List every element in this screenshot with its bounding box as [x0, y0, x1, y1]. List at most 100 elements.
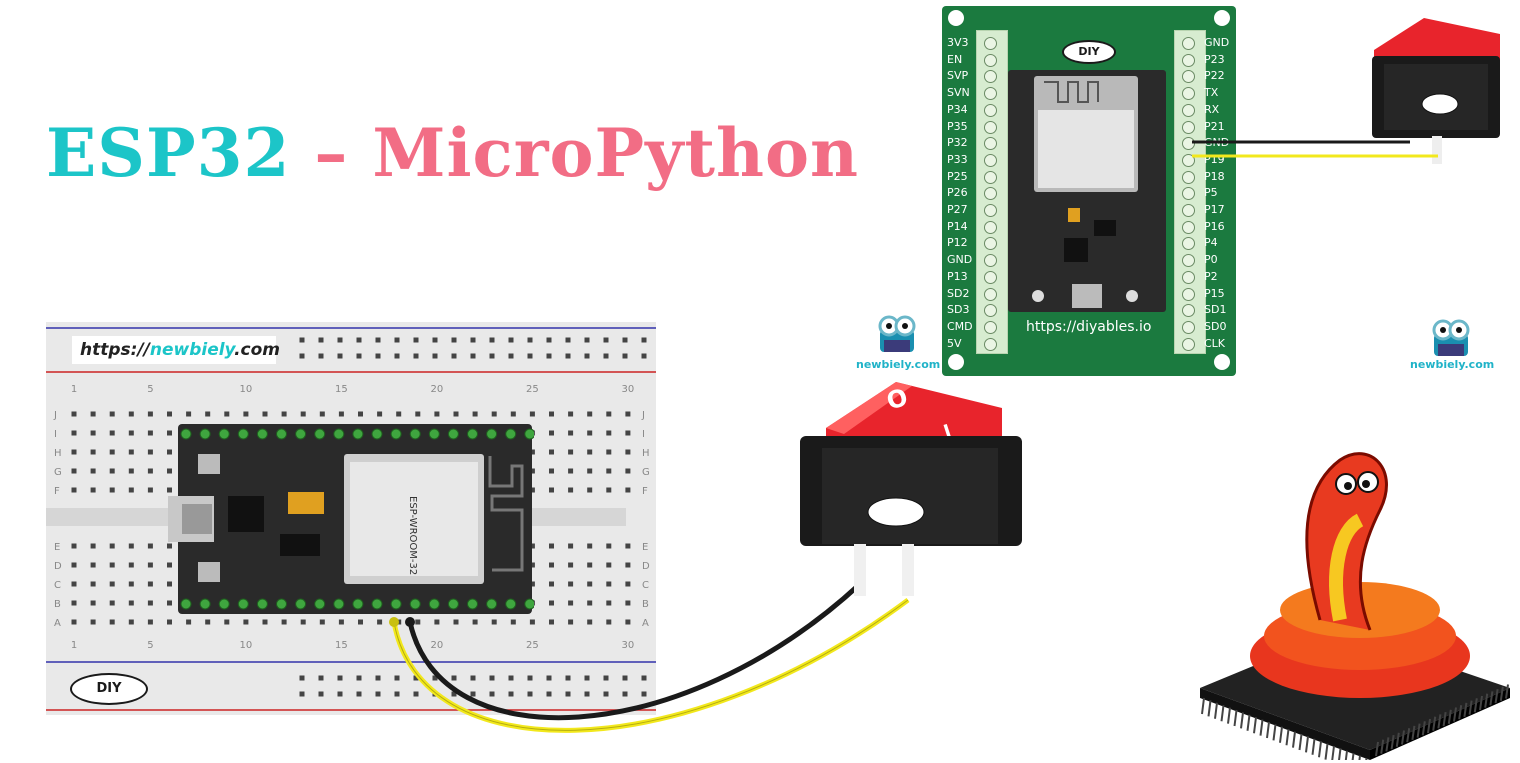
shield-pin-label: SD1 — [1204, 303, 1227, 317]
shield-pin-label: P32 — [947, 136, 968, 150]
screw-terminal — [984, 237, 997, 251]
breadboard-hole — [319, 411, 325, 417]
breadboard-hole — [109, 449, 115, 455]
chip-pin — [1416, 723, 1421, 738]
breadboard-hole — [205, 619, 211, 625]
rail-hole — [451, 691, 457, 697]
breadboard-hole — [147, 411, 153, 417]
rail-hole — [375, 353, 381, 359]
screw-terminal — [1182, 287, 1195, 301]
breadboard-hole — [167, 600, 172, 606]
breadboard-hole — [224, 411, 230, 417]
shield-pin-label: P23 — [1204, 52, 1225, 66]
chip-pin — [1227, 707, 1231, 724]
breadboard-hole — [128, 449, 134, 455]
rail-hole — [527, 675, 533, 681]
screw-terminal — [984, 37, 997, 50]
breadboard-hole — [128, 411, 134, 417]
chip-pin — [1458, 705, 1463, 720]
shield-pin-label: P4 — [1204, 236, 1218, 250]
breadboard-hole — [167, 543, 172, 549]
rail-hole — [356, 353, 362, 359]
chip-pin — [1385, 737, 1390, 752]
rail-hole — [508, 337, 514, 343]
chip-pin — [1421, 721, 1426, 736]
screw-terminal — [984, 120, 997, 134]
rail-hole — [356, 691, 362, 697]
yellow-wire — [391, 597, 910, 733]
breadboard-column-number: 10 — [240, 640, 253, 651]
chip-pin — [1233, 709, 1238, 727]
rail-hole — [527, 353, 533, 359]
breadboard-hole — [186, 411, 192, 417]
shield-pin-label: SVP — [947, 69, 969, 83]
chip-pin — [1395, 732, 1400, 747]
breadboard-hole — [71, 543, 77, 549]
breadboard-hole — [587, 411, 593, 417]
screw-terminal — [1182, 337, 1195, 351]
esp32-header-pin — [486, 598, 498, 610]
breadboard-hole — [128, 600, 134, 606]
breadboard-hole — [147, 619, 153, 625]
chip-pin — [1324, 743, 1329, 760]
esp32-header-pin — [218, 598, 230, 610]
shield-pin-label: P22 — [1204, 69, 1225, 83]
breadboard-hole — [549, 449, 554, 455]
rail-hole — [470, 691, 476, 697]
breadboard-hole — [549, 619, 554, 625]
shield-pin-label: P17 — [1204, 203, 1225, 216]
breadboard-hole — [472, 619, 478, 625]
breadboard-hole — [319, 619, 325, 625]
rail-hole — [432, 675, 438, 681]
rail-hole — [546, 337, 552, 343]
breadboard-row-letter: D — [642, 561, 650, 572]
rail-hole — [508, 691, 514, 697]
shield-pin-label: GND — [947, 253, 973, 267]
chip-pin — [1447, 709, 1452, 724]
title-micropython: MicroPython — [372, 114, 859, 192]
shield-pin-label: P16 — [1204, 219, 1225, 233]
chip-pin — [1473, 698, 1478, 713]
rail-hole — [584, 353, 590, 359]
rail-hole — [337, 675, 343, 681]
breadboard-hole — [90, 581, 96, 587]
breadboard-column-number: 1 — [71, 384, 77, 395]
screw-terminal — [1182, 70, 1195, 84]
shield-pin-label: CLK — [1204, 336, 1226, 350]
shield-pin-label: P15 — [1204, 286, 1225, 300]
esp32-header-pin — [505, 598, 517, 610]
breadboard-hole — [396, 411, 402, 417]
shield-pin-label: P35 — [947, 119, 968, 133]
screw-terminal — [984, 153, 997, 167]
breadboard-hole — [71, 487, 77, 493]
breadboard-hole — [109, 468, 115, 474]
breadboard-column-number: 15 — [335, 640, 348, 651]
breadboard-hole — [128, 543, 134, 549]
screw-terminal — [984, 53, 997, 67]
breadboard-hole — [625, 468, 631, 474]
rail-hole — [337, 337, 343, 343]
breadboard-row-letter: F — [642, 486, 648, 497]
breadboard-hole — [415, 619, 421, 625]
esp32-header-pin — [314, 428, 326, 440]
chip-pin — [1331, 745, 1335, 760]
chip-pin — [1375, 741, 1379, 757]
breadboard-hole — [625, 600, 631, 606]
breadboard-row-letter: I — [642, 429, 645, 440]
breadboard-hole — [90, 619, 96, 625]
breadboard-hole — [205, 411, 211, 417]
breadboard-row-letter: E — [642, 542, 648, 553]
page-title: ESP32 – MicroPython — [46, 108, 859, 198]
newbiely-watermark: newbiely.com — [1410, 358, 1495, 371]
title-esp32: ESP32 — [46, 114, 291, 192]
rail-hole — [470, 337, 476, 343]
breadboard-row-letter: C — [54, 580, 61, 591]
rail-hole — [413, 353, 419, 359]
breadboard-hole — [167, 487, 172, 493]
breadboard-hole — [491, 411, 497, 417]
rail-hole — [489, 675, 495, 681]
breadboard-column-number: 30 — [622, 640, 635, 651]
breadboard-hole — [147, 487, 153, 493]
rail-hole — [546, 353, 552, 359]
shield-pin-label: RX — [1204, 102, 1220, 116]
